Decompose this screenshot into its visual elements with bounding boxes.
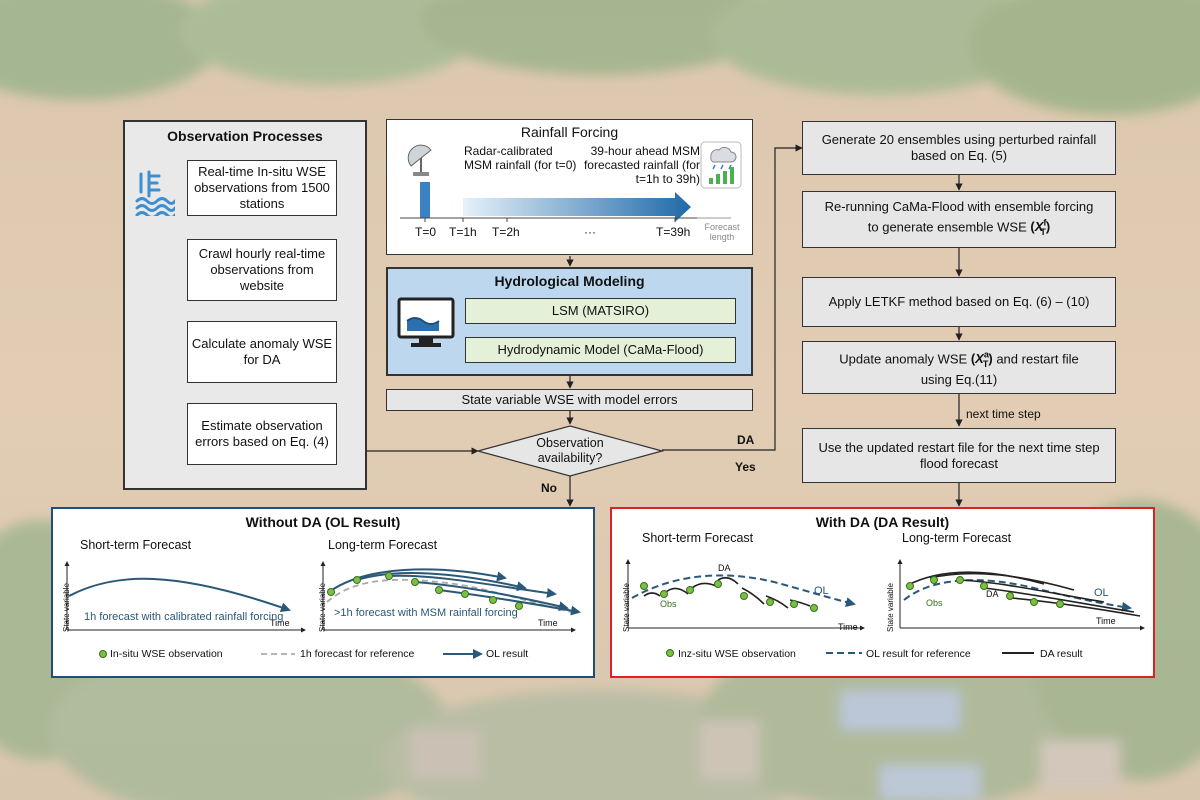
da-legend-ref: OL result for reference: [866, 648, 971, 660]
computer-monitor-icon: [397, 297, 455, 347]
update-line2: using Eq.(11): [920, 371, 998, 387]
da-short-ylabel: State variable: [622, 583, 631, 632]
obs-step-anomaly: Calculate anomaly WSE for DA: [187, 321, 337, 383]
forecast-label: 39-hour ahead MSM forecasted rainfall (f…: [583, 144, 700, 186]
lsm-box: LSM (MATSIRO): [465, 298, 736, 324]
da-step-rerun: Re-running CaMa-Flood with ensemble forc…: [802, 191, 1116, 248]
decision-diamond: [476, 425, 664, 477]
ol-long-annotation: >1h forecast with MSM rainfall forcing: [334, 607, 518, 619]
hydro-title: Hydrological Modeling: [494, 273, 645, 289]
decision-text: Observation availability?: [536, 436, 604, 465]
ol-obs-points: [327, 572, 523, 610]
ol-short-title: Short-term Forecast: [80, 538, 192, 552]
da-long-obs-label: Obs: [926, 598, 943, 608]
rainfall-title: Rainfall Forcing: [520, 124, 619, 140]
ol-long-ylabel: State variable: [318, 583, 327, 632]
da-panel-title: With DA (DA Result): [815, 514, 950, 530]
da-long-ol-label: OL: [1094, 587, 1109, 599]
obs-step-errors: Estimate observation errors based on Eq.…: [187, 403, 337, 465]
tick-t39h: T=39h: [656, 225, 691, 239]
tick-t0: T=0: [415, 225, 437, 239]
tick-t1h: T=1h: [449, 225, 477, 239]
da-legend-obs: Inz-situ WSE observation: [678, 648, 796, 660]
da-legend-da: DA result: [1040, 648, 1083, 660]
radar-rainfall-bar: [420, 182, 430, 218]
da-panel: [610, 507, 1155, 678]
tick-ellipsis: ···: [584, 225, 596, 239]
da-long-ylabel: State variable: [886, 583, 895, 632]
ol-panel-title: Without DA (OL Result): [245, 514, 401, 530]
state-variable-box: State variable WSE with model errors: [386, 389, 753, 411]
ol-short-ylabel: State variable: [62, 583, 71, 632]
ol-legend-ol: OL result: [486, 648, 529, 660]
da-long-xlabel: Time: [1096, 616, 1116, 626]
hdm-box: Hydrodynamic Model (CaMa-Flood): [465, 337, 736, 363]
rerun-line2: to generate ensemble WSE (XfT): [867, 218, 1051, 237]
ol-short-xlabel: Time: [270, 618, 290, 628]
update-line1: Update anomaly WSE (XaT) and restart fil…: [839, 350, 1079, 369]
da-step-ensembles: Generate 20 ensembles using perturbed ra…: [802, 121, 1116, 175]
water-level-station-icon: [135, 170, 175, 216]
ol-legend-obs: In-situ WSE observation: [110, 648, 223, 660]
da-short-obs-label: Obs: [660, 599, 677, 609]
ol-long-title: Long-term Forecast: [328, 538, 438, 552]
da-short-title: Short-term Forecast: [642, 531, 754, 545]
ol-legend-ref: 1h forecast for reference: [300, 648, 415, 660]
satellite-dish-icon: [407, 144, 432, 176]
rain-chart-icon: [700, 141, 742, 189]
obs-step-realtime: Real-time In-situ WSE observations from …: [187, 160, 337, 216]
rainfall-panel: [386, 119, 753, 255]
da-step-letkf: Apply LETKF method based on Eq. (6) – (1…: [802, 277, 1116, 327]
da-long-da-label: DA: [986, 589, 999, 599]
da-long-title: Long-term Forecast: [902, 531, 1012, 545]
rainfall-timeline: [400, 141, 742, 222]
next-time-step-label: next time step: [966, 407, 1041, 421]
ol-long-xlabel: Time: [538, 618, 558, 628]
da-label: DA: [737, 433, 755, 447]
radar-label: Radar-calibrated MSM rainfall (for t=0): [464, 144, 577, 172]
obs-step-crawl: Crawl hourly real-time observations from…: [187, 239, 337, 301]
da-short-ol-label: OL: [814, 585, 829, 597]
ol-short-annotation: 1h forecast with calibrated rainfall for…: [84, 611, 284, 623]
da-step-restart: Use the updated restart file for the nex…: [802, 428, 1116, 483]
da-panel-graphics: [625, 559, 1145, 657]
tick-t2h: T=2h: [492, 225, 520, 239]
forecast-arrow: [463, 192, 691, 222]
forecast-length-label: Forecast length: [704, 222, 740, 242]
no-label: No: [541, 481, 557, 495]
da-step-update: Update anomaly WSE (XaT) and restart fil…: [802, 341, 1116, 394]
da-short-xlabel: Time: [838, 622, 858, 632]
ol-panel-graphics: [64, 561, 581, 659]
observation-title: Observation Processes: [167, 128, 323, 144]
rerun-line1: Re-running CaMa-Flood with ensemble forc…: [824, 199, 1094, 215]
da-short-da-label: DA: [718, 563, 731, 573]
yes-label: Yes: [735, 460, 756, 474]
